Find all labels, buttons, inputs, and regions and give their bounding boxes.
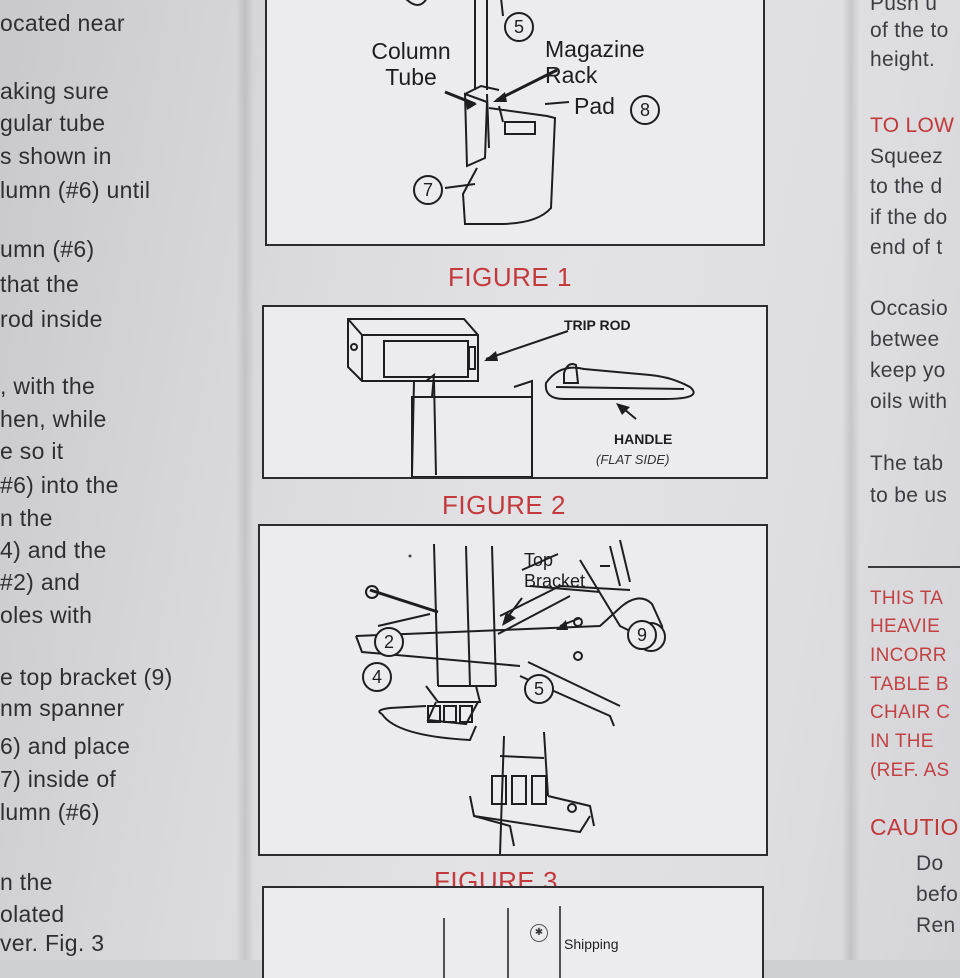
caution-line: Do — [916, 852, 944, 875]
right-line: The tab — [870, 452, 944, 475]
left-line: olated — [0, 901, 65, 927]
left-line: umn (#6) — [0, 236, 95, 262]
screw-icon: ✱ — [530, 924, 548, 942]
right-line: keep yo — [870, 359, 946, 382]
magazine-rack-label: Magazine Rack — [545, 36, 645, 88]
top-bracket-label: Top Bracket — [524, 550, 586, 591]
callout-9: 9 — [627, 620, 657, 650]
column-tube-label: Column Tube — [371, 38, 451, 90]
left-line: e top bracket (9) — [0, 664, 173, 690]
figure-2-caption: FIGURE 2 — [442, 490, 566, 520]
warning-line: TABLE B — [870, 674, 949, 695]
to-lower-heading: TO LOW — [870, 114, 955, 137]
callout-5: 5 — [504, 12, 534, 42]
right-line: to the d — [870, 175, 943, 198]
right-line: oils with — [870, 390, 948, 413]
left-line: e so it — [0, 438, 64, 464]
left-line: #2) and — [0, 569, 81, 595]
figure-2-drawing — [347, 318, 695, 477]
left-line: oles with — [0, 602, 93, 628]
left-text-column: ocated near aking sure gular tube s show… — [0, 0, 230, 960]
warning-line: THIS TA — [870, 588, 944, 609]
section-divider — [868, 566, 960, 568]
left-line: 6) and place — [0, 733, 131, 759]
figure-2-illustration: TRIP ROD HANDLE (FLAT SIDE) — [262, 305, 768, 479]
right-text-column: Push u of the to height. TO LOW Squeez t… — [860, 0, 960, 960]
callout-4: 4 — [362, 662, 392, 692]
right-line: if the do — [870, 206, 948, 229]
left-line: s shown in — [0, 143, 112, 169]
left-line: hen, while — [0, 406, 107, 432]
shipping-label: Shipping — [564, 936, 619, 952]
left-line: rod inside — [0, 306, 103, 332]
right-line: of the to — [870, 19, 949, 42]
left-line: , with the — [0, 373, 96, 399]
page-fold-left — [236, 0, 254, 960]
figure-4-drawing — [443, 906, 561, 978]
right-line: height. — [870, 48, 936, 71]
right-line: Occasio — [870, 297, 948, 320]
right-line: Squeez — [870, 145, 944, 168]
left-line: 4) and the — [0, 537, 107, 563]
pad-label: Pad — [574, 93, 615, 119]
page-fold-right — [842, 0, 860, 960]
caution-heading: CAUTIO — [870, 814, 959, 840]
figure-3-drawing — [355, 539, 664, 854]
left-line: aking sure — [0, 78, 110, 104]
left-line: n the — [0, 505, 53, 531]
callout-8: 8 — [630, 95, 660, 125]
trip-rod-label: TRIP ROD — [564, 317, 631, 333]
handle-label: HANDLE — [614, 431, 673, 447]
callout-7: 7 — [413, 175, 443, 205]
left-line: n the — [0, 869, 53, 895]
caution-line: befo — [916, 883, 959, 906]
warning-line: CHAIR C — [870, 702, 951, 723]
warning-line: (REF. AS — [870, 760, 950, 781]
right-line: Push u — [870, 0, 938, 15]
figure-1-illustration: Column Tube Magazine Rack Pad 5 8 7 — [265, 0, 765, 246]
warning-line: IN THE — [870, 731, 934, 752]
left-line: #6) into the — [0, 472, 119, 498]
figure-4-illustration: ✱ Shipping — [262, 886, 764, 978]
right-line: end of t — [870, 236, 943, 259]
left-line: gular tube — [0, 110, 106, 136]
figure-1-drawing — [405, 0, 570, 225]
left-line: lumn (#6) — [0, 799, 100, 825]
left-line: 7) inside of — [0, 766, 117, 792]
figure-1-caption: FIGURE 1 — [448, 262, 572, 292]
right-line: to be us — [870, 484, 948, 507]
left-line: nm spanner — [0, 695, 125, 721]
caution-line: Ren — [916, 914, 956, 937]
right-line: betwee — [870, 328, 940, 351]
left-line: ver. Fig. 3 — [0, 930, 105, 956]
left-line: that the — [0, 271, 80, 297]
left-line: ocated near — [0, 10, 125, 36]
callout-2: 2 — [374, 627, 404, 657]
warning-line: INCORR — [870, 645, 947, 666]
callout-5: 5 — [524, 674, 554, 704]
left-line: lumn (#6) until — [0, 177, 151, 203]
flat-side-label: (FLAT SIDE) — [596, 452, 670, 467]
figure-3-illustration: Top Bracket 2 4 5 — [258, 524, 768, 856]
warning-line: HEAVIE — [870, 616, 941, 637]
